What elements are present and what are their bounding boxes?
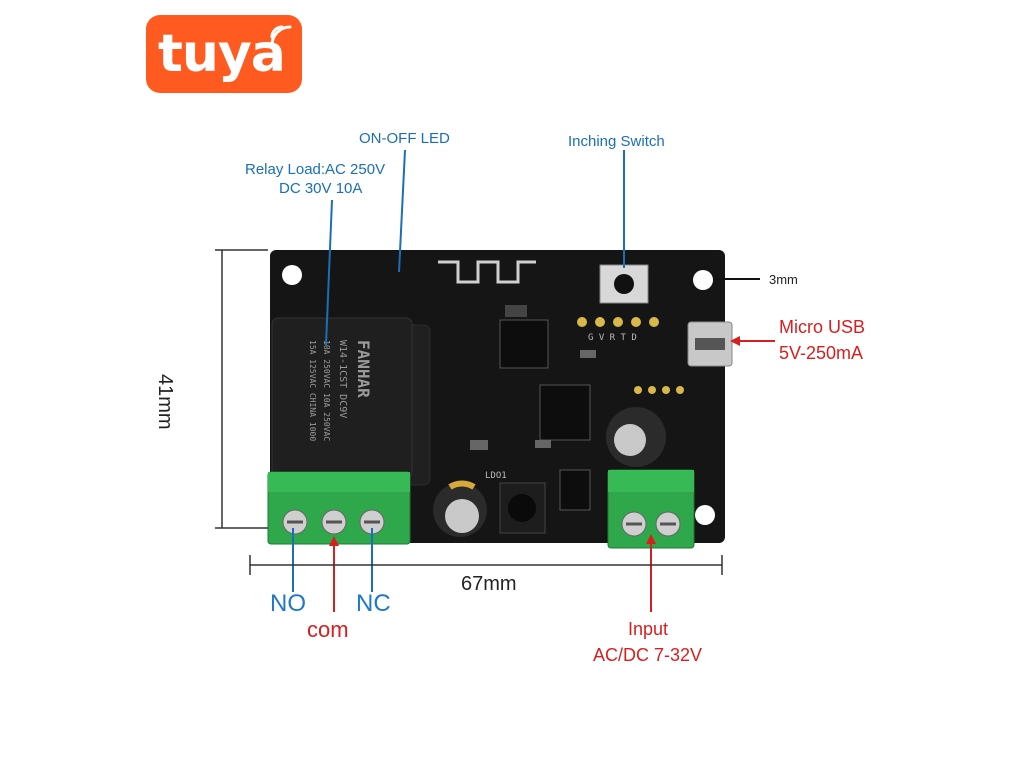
pin-header-label: G V R T D (588, 333, 637, 343)
mcu-chip (539, 384, 591, 441)
input-voltage-label: AC/DC 7-32V (593, 645, 703, 665)
hole-size-label: 3mm (769, 272, 798, 287)
wifi-chip (499, 319, 549, 369)
small-component (470, 440, 488, 450)
width-dimension (249, 555, 723, 575)
inching-switch-label: Inching Switch (568, 133, 665, 150)
logo-text: tuya (158, 24, 286, 84)
micro-usb-power-label: 5V-250mA (779, 343, 864, 363)
pin-holes-row (634, 386, 684, 394)
relay-model: W14-1CST DC9V (337, 340, 348, 418)
relay-brand: FANHAR (354, 340, 373, 398)
width-dimension-label: 67mm (461, 573, 517, 595)
small-component (580, 350, 596, 358)
relay-load-label-2: DC 30V 10A (279, 180, 363, 197)
relay-rating-1: 10A 250VAC 10A 250VAC (322, 340, 331, 441)
on-off-led-label: ON-OFF LED (359, 130, 450, 147)
mounting-hole (693, 270, 713, 290)
mounting-hole (695, 505, 715, 525)
small-component (535, 440, 551, 448)
antenna-trace (438, 260, 536, 284)
small-component (505, 305, 527, 317)
inching-switch-button (614, 274, 634, 294)
input-terminal-block (607, 469, 695, 549)
ldo-label: LDO1 (485, 471, 507, 481)
small-chip (559, 469, 591, 511)
tuya-logo: tuya (146, 15, 302, 93)
pin-header (577, 317, 659, 327)
micro-usb-label: Micro USB (779, 317, 866, 337)
mounting-hole (282, 265, 302, 285)
height-dimension-label: 41mm (154, 374, 176, 430)
input-label: Input (628, 619, 669, 639)
com-terminal-label: com (307, 617, 349, 642)
relay-load-label-1: Relay Load:AC 250V (245, 161, 386, 178)
output-terminal-block (267, 471, 411, 545)
no-terminal-label: NO (270, 590, 306, 617)
wifi-signal-icon (270, 25, 292, 47)
relay-rating-2: 15A 125VAC CHINA 1000 (308, 340, 317, 441)
led-callout-line (398, 149, 406, 273)
nc-terminal-label: NC (356, 590, 391, 617)
height-dimension (215, 249, 268, 529)
relay-callout-line (325, 199, 333, 346)
